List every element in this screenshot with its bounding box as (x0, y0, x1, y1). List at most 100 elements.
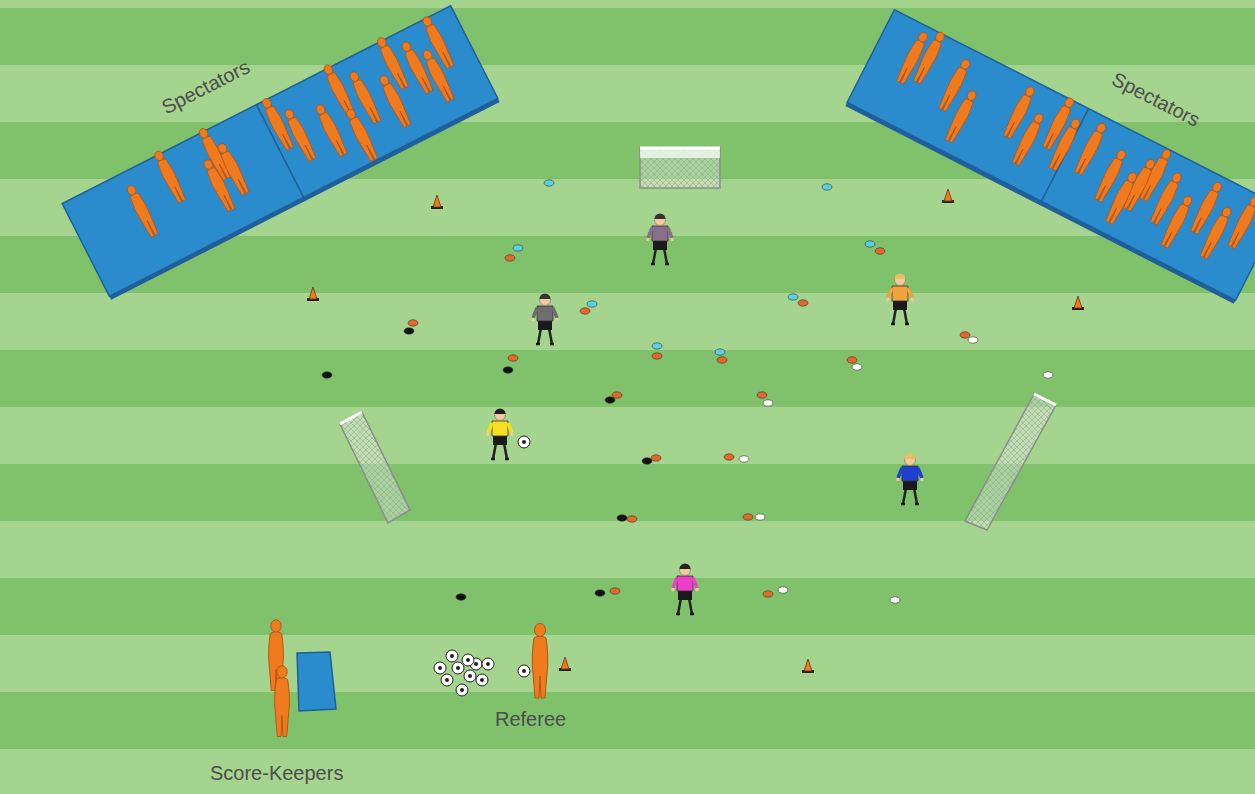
player (888, 274, 912, 325)
marker-disc (505, 255, 515, 261)
person-silhouette (344, 107, 380, 162)
marker-disc (627, 516, 637, 522)
marker-disc (798, 300, 808, 306)
person-silhouette (377, 73, 413, 128)
person-silhouette (1073, 121, 1109, 176)
soccer-ball (441, 674, 453, 686)
cone (559, 657, 571, 671)
grass-stripe (0, 692, 1255, 749)
marker-disc (404, 328, 414, 334)
person-silhouette (1122, 157, 1158, 212)
goal (340, 412, 410, 523)
goal (965, 394, 1056, 530)
marker-disc (408, 320, 418, 326)
marker-disc (743, 514, 753, 520)
person-silhouette (282, 107, 318, 162)
marker-disc (739, 456, 749, 462)
marker-disc (1043, 372, 1053, 378)
score-board (297, 652, 336, 711)
goal-bar (1034, 394, 1056, 405)
cone (802, 659, 814, 673)
grass-stripe (0, 749, 1255, 794)
marker-disc (788, 294, 798, 300)
grass-stripe (0, 0, 1255, 8)
person-silhouette (420, 15, 456, 70)
person-silhouette (1226, 195, 1255, 250)
marker-disc (617, 515, 627, 521)
marker-disc (960, 332, 970, 338)
grass-stripe (0, 578, 1255, 635)
marker-disc (763, 591, 773, 597)
soccer-ball (518, 665, 530, 677)
marker-disc (508, 355, 518, 361)
player (898, 454, 922, 505)
soccer-ball (518, 436, 530, 448)
marker-disc (755, 514, 765, 520)
person-silhouette (152, 149, 188, 204)
grass-stripe (0, 407, 1255, 464)
grass-stripe (0, 8, 1255, 65)
person-silhouette (1047, 117, 1083, 172)
goal (640, 148, 720, 188)
grass-stripe (0, 464, 1255, 521)
marker-disc (724, 454, 734, 460)
cone (431, 195, 443, 209)
marker-disc (778, 587, 788, 593)
grass-stripe (0, 635, 1255, 692)
soccer-ball (452, 662, 464, 674)
soccer-ball (476, 674, 488, 686)
marker-disc (852, 364, 862, 370)
person-silhouette (943, 89, 979, 144)
person-silhouette (420, 48, 456, 103)
player (533, 294, 557, 345)
marker-disc (513, 245, 523, 251)
grass-stripe (0, 521, 1255, 578)
soccer-ball (456, 684, 468, 696)
marker-disc (757, 392, 767, 398)
marker-disc (610, 588, 620, 594)
marker-disc (322, 372, 332, 378)
grass-stripe (0, 293, 1255, 350)
grass-stripe (0, 350, 1255, 407)
role-label: Score-Keepers (210, 762, 343, 784)
cone (1072, 296, 1084, 310)
marker-disc (763, 400, 773, 406)
person-silhouette (1010, 112, 1046, 167)
person-silhouette (215, 141, 251, 196)
marker-disc (652, 353, 662, 359)
player (488, 409, 512, 460)
soccer-ball (434, 662, 446, 674)
soccer-ball (446, 650, 458, 662)
marker-disc (715, 349, 725, 355)
marker-disc (847, 357, 857, 363)
marker-disc (875, 248, 885, 254)
person-silhouette (313, 103, 349, 158)
marker-disc (717, 357, 727, 363)
marker-disc (642, 458, 652, 464)
marker-disc (968, 337, 978, 343)
marker-disc (544, 180, 554, 186)
marker-disc (503, 367, 513, 373)
person-silhouette (124, 183, 160, 238)
soccer-ball (464, 670, 476, 682)
marker-disc (822, 184, 832, 190)
marker-disc (587, 301, 597, 307)
person-silhouette (1198, 205, 1234, 260)
marker-disc (580, 308, 590, 314)
soccer-ball (482, 658, 494, 670)
soccer-ball (462, 654, 474, 666)
role-label: Referee (495, 708, 566, 730)
marker-disc (865, 241, 875, 247)
person-silhouette (1159, 194, 1195, 249)
player (673, 564, 697, 615)
marker-disc (605, 397, 615, 403)
person-silhouette (532, 624, 548, 699)
marker-disc (612, 392, 622, 398)
marker-disc (456, 594, 466, 600)
marker-disc (890, 597, 900, 603)
person-silhouette (275, 666, 290, 737)
marker-disc (652, 343, 662, 349)
marker-disc (651, 455, 661, 461)
person-silhouette (912, 30, 948, 85)
